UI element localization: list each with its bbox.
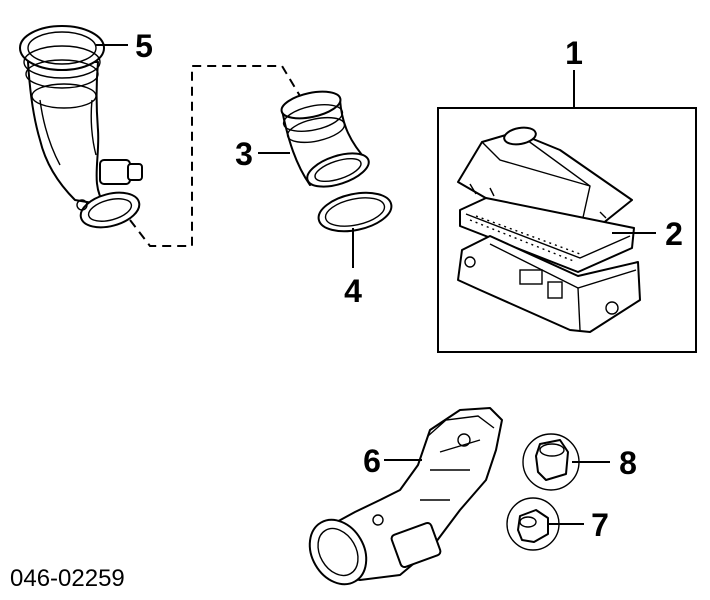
part-1-assembly-frame [437,107,697,353]
callout-3: 3 [235,136,253,172]
callout-8: 8 [619,445,637,481]
dashed-connection-line [129,65,301,247]
callout-4: 4 [344,273,362,309]
callout-7: 7 [591,507,609,543]
part-1-air-cleaner-assembly [457,126,641,333]
part-5-intake-duct [19,25,143,229]
reference-number: 046-02259 [10,565,125,592]
part-8-grommet [522,433,580,491]
callout-1: 1 [565,35,583,71]
callout-2: 2 [665,216,683,252]
part-6-air-duct [308,407,503,586]
part-7-plug [506,497,560,551]
part-4-gasket [317,191,393,233]
part-3-rubber-boot [280,90,370,188]
callout-5: 5 [135,28,153,64]
callout-6: 6 [363,443,381,479]
